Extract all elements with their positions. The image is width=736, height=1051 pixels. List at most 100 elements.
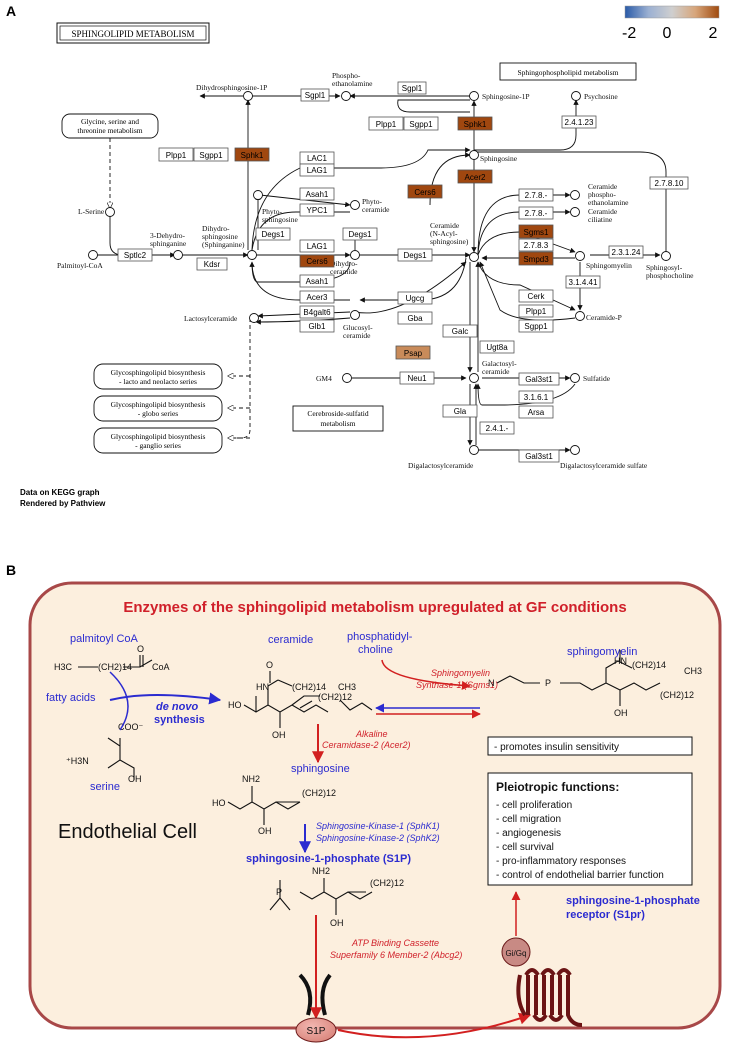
enzyme-2-7-8-a[interactable]: 2.7.8.- [518, 188, 554, 202]
node-sphingosine[interactable] [469, 150, 479, 160]
enzyme-plpp1-a[interactable]: Plpp1 [158, 147, 194, 162]
enzyme-sgpl1-b[interactable]: Sgpl1 [397, 81, 427, 95]
label-phosphoethanolamine-1: Phospho- [332, 71, 361, 80]
enzyme-degs1-b[interactable]: Degs1 [342, 227, 378, 241]
enzyme-asah1-a-label: Asah1 [306, 190, 329, 199]
enzyme-sphk1-a[interactable]: Sphk1 [234, 147, 270, 162]
chem-p-sm: P [545, 678, 551, 688]
node-galactosylceramide[interactable] [469, 373, 479, 383]
enzyme-plpp1-c[interactable]: Plpp1 [518, 304, 554, 318]
node-digalactosylceramide-sulfate[interactable] [570, 445, 580, 455]
enzyme-3-1-6-1[interactable]: 3.1.6.1 [518, 390, 554, 404]
enzyme-2-7-8-3[interactable]: 2.7.8.3 [518, 238, 554, 252]
enzyme-b4galt6[interactable]: B4galt6 [299, 305, 335, 319]
enzyme-smpd3-label: Smpd3 [523, 255, 549, 264]
enzyme-2-7-8-b[interactable]: 2.7.8.- [518, 206, 554, 220]
enzyme-2-7-8-b-label: 2.7.8.- [525, 209, 548, 218]
enzyme-2-3-1-24[interactable]: 2.3.1.24 [608, 245, 644, 259]
enzyme-sgpp1-a[interactable]: Sgpp1 [193, 147, 229, 162]
node-dehydrosphinganine[interactable] [173, 250, 183, 260]
enzyme-sgpp1-c[interactable]: Sgpp1 [518, 319, 554, 333]
enzyme-2-7-8-10[interactable]: 2.7.8.10 [649, 176, 689, 190]
pathway-title-box [56, 22, 210, 44]
node-ceramide-ciliatine[interactable] [570, 207, 580, 217]
enzyme-acer2[interactable]: Acer2 [457, 169, 493, 184]
enzyme-cers6-a[interactable]: Cers6 [299, 254, 335, 268]
label-sgms1-1: Sphingomyelin [431, 668, 490, 678]
label-phytosphingosine-1: Phyto- [262, 207, 283, 216]
enzyme-galc[interactable]: Galc [442, 324, 478, 338]
node-sulfatide[interactable] [570, 373, 580, 383]
enzyme-cers6-b[interactable]: Cers6 [407, 184, 443, 199]
enzyme-gba[interactable]: Gba [397, 311, 433, 325]
enzyme-asah1-a[interactable]: Asah1 [299, 187, 335, 201]
node-phytosphingosine[interactable] [253, 190, 263, 200]
enzyme-lac1[interactable]: LAC1 [299, 151, 335, 165]
enzyme-asah1-b[interactable]: Asah1 [299, 274, 335, 288]
node-digalactosylceramide[interactable] [469, 445, 479, 455]
enzyme-sptlc2[interactable]: Sptlc2 [117, 248, 153, 262]
enzyme-kdsr[interactable]: Kdsr [196, 257, 228, 271]
enzyme-sgpp1-b-label: Sgpp1 [409, 120, 433, 129]
enzyme-2-4-1-23[interactable]: 2.4.1.23 [561, 115, 597, 129]
node-ceramide[interactable] [469, 252, 479, 262]
sphingophospholipid-box[interactable] [499, 62, 637, 81]
enzyme-b4galt6-label: B4galt6 [303, 308, 331, 317]
globo-pathway-box[interactable] [93, 395, 223, 422]
lacto-pathway-box[interactable] [93, 363, 223, 390]
enzyme-degs1-c[interactable]: Degs1 [397, 248, 433, 262]
enzyme-psap[interactable]: Psap [395, 345, 431, 360]
serine-bonds [107, 737, 135, 780]
enzyme-arsa[interactable]: Arsa [518, 405, 554, 419]
enzyme-lag1-a[interactable]: LAG1 [299, 163, 335, 177]
pleiotropic-title: Pleiotropic functions: [496, 780, 619, 794]
enzyme-gla[interactable]: Gla [442, 404, 478, 418]
node-l-serine[interactable] [105, 207, 115, 217]
cerebroside-box[interactable] [292, 405, 384, 432]
enzyme-cerk[interactable]: Cerk [518, 289, 554, 303]
s1p-bubble [295, 1017, 337, 1043]
enzyme-degs1-a-label: Degs1 [261, 230, 285, 239]
enzyme-2-4-1[interactable]: 2.4.1.- [479, 421, 515, 435]
node-lactosylceramide[interactable] [249, 313, 259, 323]
enzyme-gal3st1-a[interactable]: Gal3st1 [518, 372, 560, 386]
node-phytoceramide[interactable] [350, 200, 360, 210]
enzyme-3-1-4-41[interactable]: 3.1.4.41 [565, 275, 601, 289]
node-sphingomyelin[interactable] [575, 251, 585, 261]
node-sphingosine-1p[interactable] [469, 91, 479, 101]
sulfatide-to-galcer [475, 383, 576, 406]
enzyme-smpd3[interactable]: Smpd3 [518, 251, 554, 266]
node-ceramide-phosphoethanolamine[interactable] [570, 190, 580, 200]
node-psychosine[interactable] [571, 91, 581, 101]
node-dihydrosphingosine[interactable] [247, 250, 257, 260]
label-digalactosylceramide-sulfate: Digalactosylceramide sulfate [560, 461, 648, 470]
node-gm4[interactable] [342, 373, 352, 383]
node-sphingosylphosphocholine[interactable] [661, 251, 671, 261]
enzyme-sgms1[interactable]: Sgms1 [518, 224, 554, 239]
enzyme-sgpp1-b[interactable]: Sgpp1 [403, 116, 439, 131]
enzyme-degs1-a[interactable]: Degs1 [255, 227, 291, 241]
node-palmitoyl-coa[interactable] [88, 250, 98, 260]
enzyme-glb1[interactable]: Glb1 [299, 319, 335, 333]
enzyme-plpp1-b[interactable]: Plpp1 [368, 116, 404, 131]
node-dihydrosphingosine-1p[interactable] [243, 91, 253, 101]
ganglio-pathway-box[interactable] [93, 427, 223, 454]
enzyme-acer3[interactable]: Acer3 [299, 290, 335, 304]
label-palmitoyl-coa-b: palmitoyl CoA [70, 633, 139, 645]
enzyme-ugcg[interactable]: Ugcg [397, 291, 433, 305]
enzyme-sphk1-b-label: Sphk1 [464, 120, 487, 129]
label-abcg2-1: ATP Binding Cassette [351, 938, 439, 948]
node-ceramide-p[interactable] [575, 311, 585, 321]
label-phytoceramide-2: ceramide [362, 205, 390, 214]
label-digalactosylceramide: Digalactosylceramide [408, 461, 474, 470]
enzyme-ugt8a[interactable]: Ugt8a [479, 340, 515, 354]
enzyme-lag1-b[interactable]: LAG1 [299, 239, 335, 253]
enzyme-neu1[interactable]: Neu1 [399, 371, 435, 385]
node-phosphoethanolamine[interactable] [341, 91, 351, 101]
enzyme-gal3st1-b[interactable]: Gal3st1 [518, 449, 560, 463]
node-dihydroceramide[interactable] [350, 250, 360, 260]
enzyme-ypc1[interactable]: YPC1 [299, 203, 335, 217]
node-glucosylceramide[interactable] [350, 310, 360, 320]
enzyme-sgpl1-a[interactable]: Sgpl1 [300, 88, 330, 102]
enzyme-sphk1-b[interactable]: Sphk1 [457, 116, 493, 131]
